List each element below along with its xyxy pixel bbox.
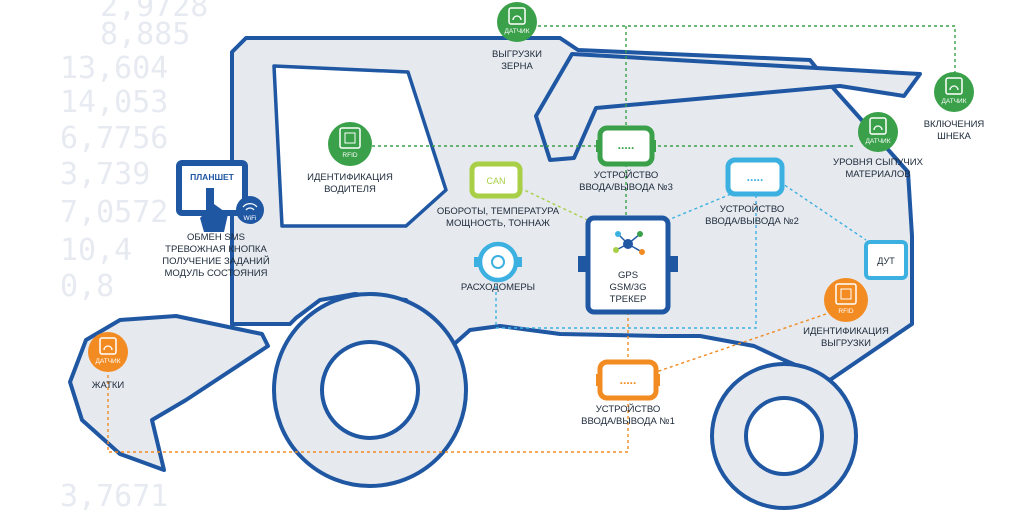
io3-label-1: УСТРОЙСТВО (594, 169, 659, 181)
tablet-feature-3: ПОЛУЧЕНИЕ ЗАДАНИЙ (162, 255, 270, 267)
can-label-2: МОЩНОСТЬ, ТОННАЖ (446, 218, 550, 229)
tracker-label-1: GPS (618, 270, 638, 281)
sensor-icon (858, 112, 898, 152)
flowmeter-icon (477, 241, 519, 283)
rfid-driver: RFID ИДЕНТИФИКАЦИЯ ВОДИТЕЛЯ (307, 122, 393, 195)
harvester-body (68, 36, 922, 510)
tablet-feature-4: МОДУЛЬ СОСТОЯНИЯ (164, 268, 267, 279)
sensor-auger: ДАТЧИК ВКЛЮЧЕНИЯ ШНЕКА (924, 72, 985, 142)
headers-label: ЖАТКИ (92, 380, 125, 391)
sensor-label: ДАТЧИК (96, 358, 121, 365)
bg-number: 13,604 (60, 51, 168, 86)
connection-lines (107, 25, 956, 453)
bg-number: 6,7756 (60, 121, 168, 156)
link-io2-tracker (667, 191, 737, 221)
grain-tank-frame (534, 52, 922, 162)
sensor-label: ДАТЧИК (866, 138, 891, 145)
unload-id-label-2: ВЫГРУЗКИ (821, 338, 871, 349)
sensor-bulk-level: ДАТЧИК УРОВНЯ СЫПУЧИХ МАТЕРИАЛОВ (833, 112, 924, 180)
io1-label-1: УСТРОЙСТВО (596, 403, 661, 415)
flowmeters: РАСХОДОМЕРЫ (461, 241, 535, 293)
sensor-label: ДАТЧИК (505, 28, 530, 35)
io-dots: ..... (618, 138, 635, 152)
bg-number: 7,0572 (60, 195, 168, 230)
bg-number: 3,739 (60, 157, 150, 192)
can-module: CAN ОБОРОТЫ, ТЕМПЕРАТУРА МОЩНОСТЬ, ТОННА… (437, 161, 560, 229)
dut-label: ДУТ (877, 256, 895, 266)
link-can-tracker (519, 187, 597, 225)
bulk-level-label-1: УРОВНЯ СЫПУЧИХ (833, 157, 924, 168)
tracker-label-3: ТРЕКЕР (610, 294, 647, 305)
rear-wheel-hub (744, 396, 824, 476)
gps-tracker: GPS GSM/3G ТРЕКЕР (578, 215, 678, 315)
wifi-icon (236, 196, 264, 224)
wifi-label: WiFi (244, 215, 257, 222)
bg-number: 2,9728 (100, 0, 208, 24)
can-label-1: ОБОРОТЫ, ТЕМПЕРАТУРА (437, 206, 560, 217)
io-device-2: ..... УСТРОЙСТВО ВВОДА/ВЫВОДА №2 (705, 157, 799, 227)
unload-id-label-1: ИДЕНТИФИКАЦИЯ (803, 326, 889, 337)
tablet-feature-1: ОБМЕН SMS (187, 232, 245, 243)
bg-number: 14,053 (60, 85, 168, 120)
link-grain-unload (538, 25, 956, 82)
bg-number: 0,8 (60, 269, 114, 304)
sensor-icon (497, 2, 537, 42)
bulk-level-label-2: МАТЕРИАЛОВ (845, 169, 910, 180)
io-dots: ..... (620, 373, 637, 387)
flowmeters-label: РАСХОДОМЕРЫ (461, 282, 535, 293)
link-io2-dut (779, 181, 867, 241)
io-dots: ..... (747, 170, 764, 184)
auger-label-2: ШНЕКА (937, 131, 971, 142)
bg-number: 3,7671 (60, 479, 168, 514)
sensor-grain-unload: ДАТЧИК ВЫГРУЗКИ ЗЕРНА (492, 2, 542, 72)
grain-unload-label-2: ЗЕРНА (501, 61, 533, 72)
auger-label-1: ВКЛЮЧЕНИЯ (924, 119, 985, 130)
rfid-icon (328, 122, 372, 166)
network-icon (613, 231, 645, 255)
can-label: CAN (486, 176, 505, 186)
io3-label-2: ВВОДА/ВЫВОДА №3 (579, 182, 673, 193)
io2-label-2: ВВОДА/ВЫВОДА №2 (705, 216, 799, 227)
io-device-icon (725, 157, 785, 197)
sensor-header: ДАТЧИК ЖАТКИ (88, 332, 128, 391)
link-flow-io2 (495, 194, 757, 329)
hand-icon (200, 188, 228, 232)
tablet-label: ПЛАНШЕТ (190, 172, 235, 182)
rfid-label: RFID (838, 308, 853, 315)
sensor-icon (934, 72, 974, 112)
dut-icon (864, 240, 908, 280)
grain-unload-label-1: ВЫГРУЗКИ (492, 49, 542, 60)
fuel-level-sensor: ДУТ (864, 240, 908, 280)
io-device-1: ..... УСТРОЙСТВО ВВОДА/ВЫВОДА №1 (581, 359, 675, 427)
rfid-icon (824, 278, 868, 322)
io1-label-2: ВВОДА/ВЫВОДА №1 (581, 416, 675, 427)
link-io1-header (107, 370, 629, 453)
tablet-feature-2: ТРЕВОЖНАЯ КНОПКА (165, 244, 267, 255)
io-device-3: ..... УСТРОЙСТВО ВВОДА/ВЫВОДА №3 (579, 125, 673, 193)
driver-id-label-2: ВОДИТЕЛЯ (324, 184, 376, 195)
sensor-icon (88, 332, 128, 372)
tracker-label-2: GSM/3G (610, 282, 647, 293)
can-icon (469, 161, 523, 199)
background-numbers: 2,9728 8,885 13,604 14,053 6,7756 3,739 … (60, 0, 208, 514)
tablet: ПЛАНШЕТ WiFi ОБМЕН SMS ТРЕВОЖНАЯ КНОПКА … (162, 160, 270, 279)
io2-label-1: УСТРОЙСТВО (720, 203, 785, 215)
rfid-unload: RFID ИДЕНТИФИКАЦИЯ ВЫГРУЗКИ (803, 278, 889, 349)
driver-id-label-1: ИДЕНТИФИКАЦИЯ (307, 172, 393, 183)
front-wheel-hub (320, 340, 420, 440)
bg-number: 8,885 (100, 17, 190, 52)
rfid-label: RFID (342, 152, 357, 159)
bg-number: 10,4 (60, 233, 132, 268)
sensor-label: ДАТЧИК (942, 98, 967, 105)
